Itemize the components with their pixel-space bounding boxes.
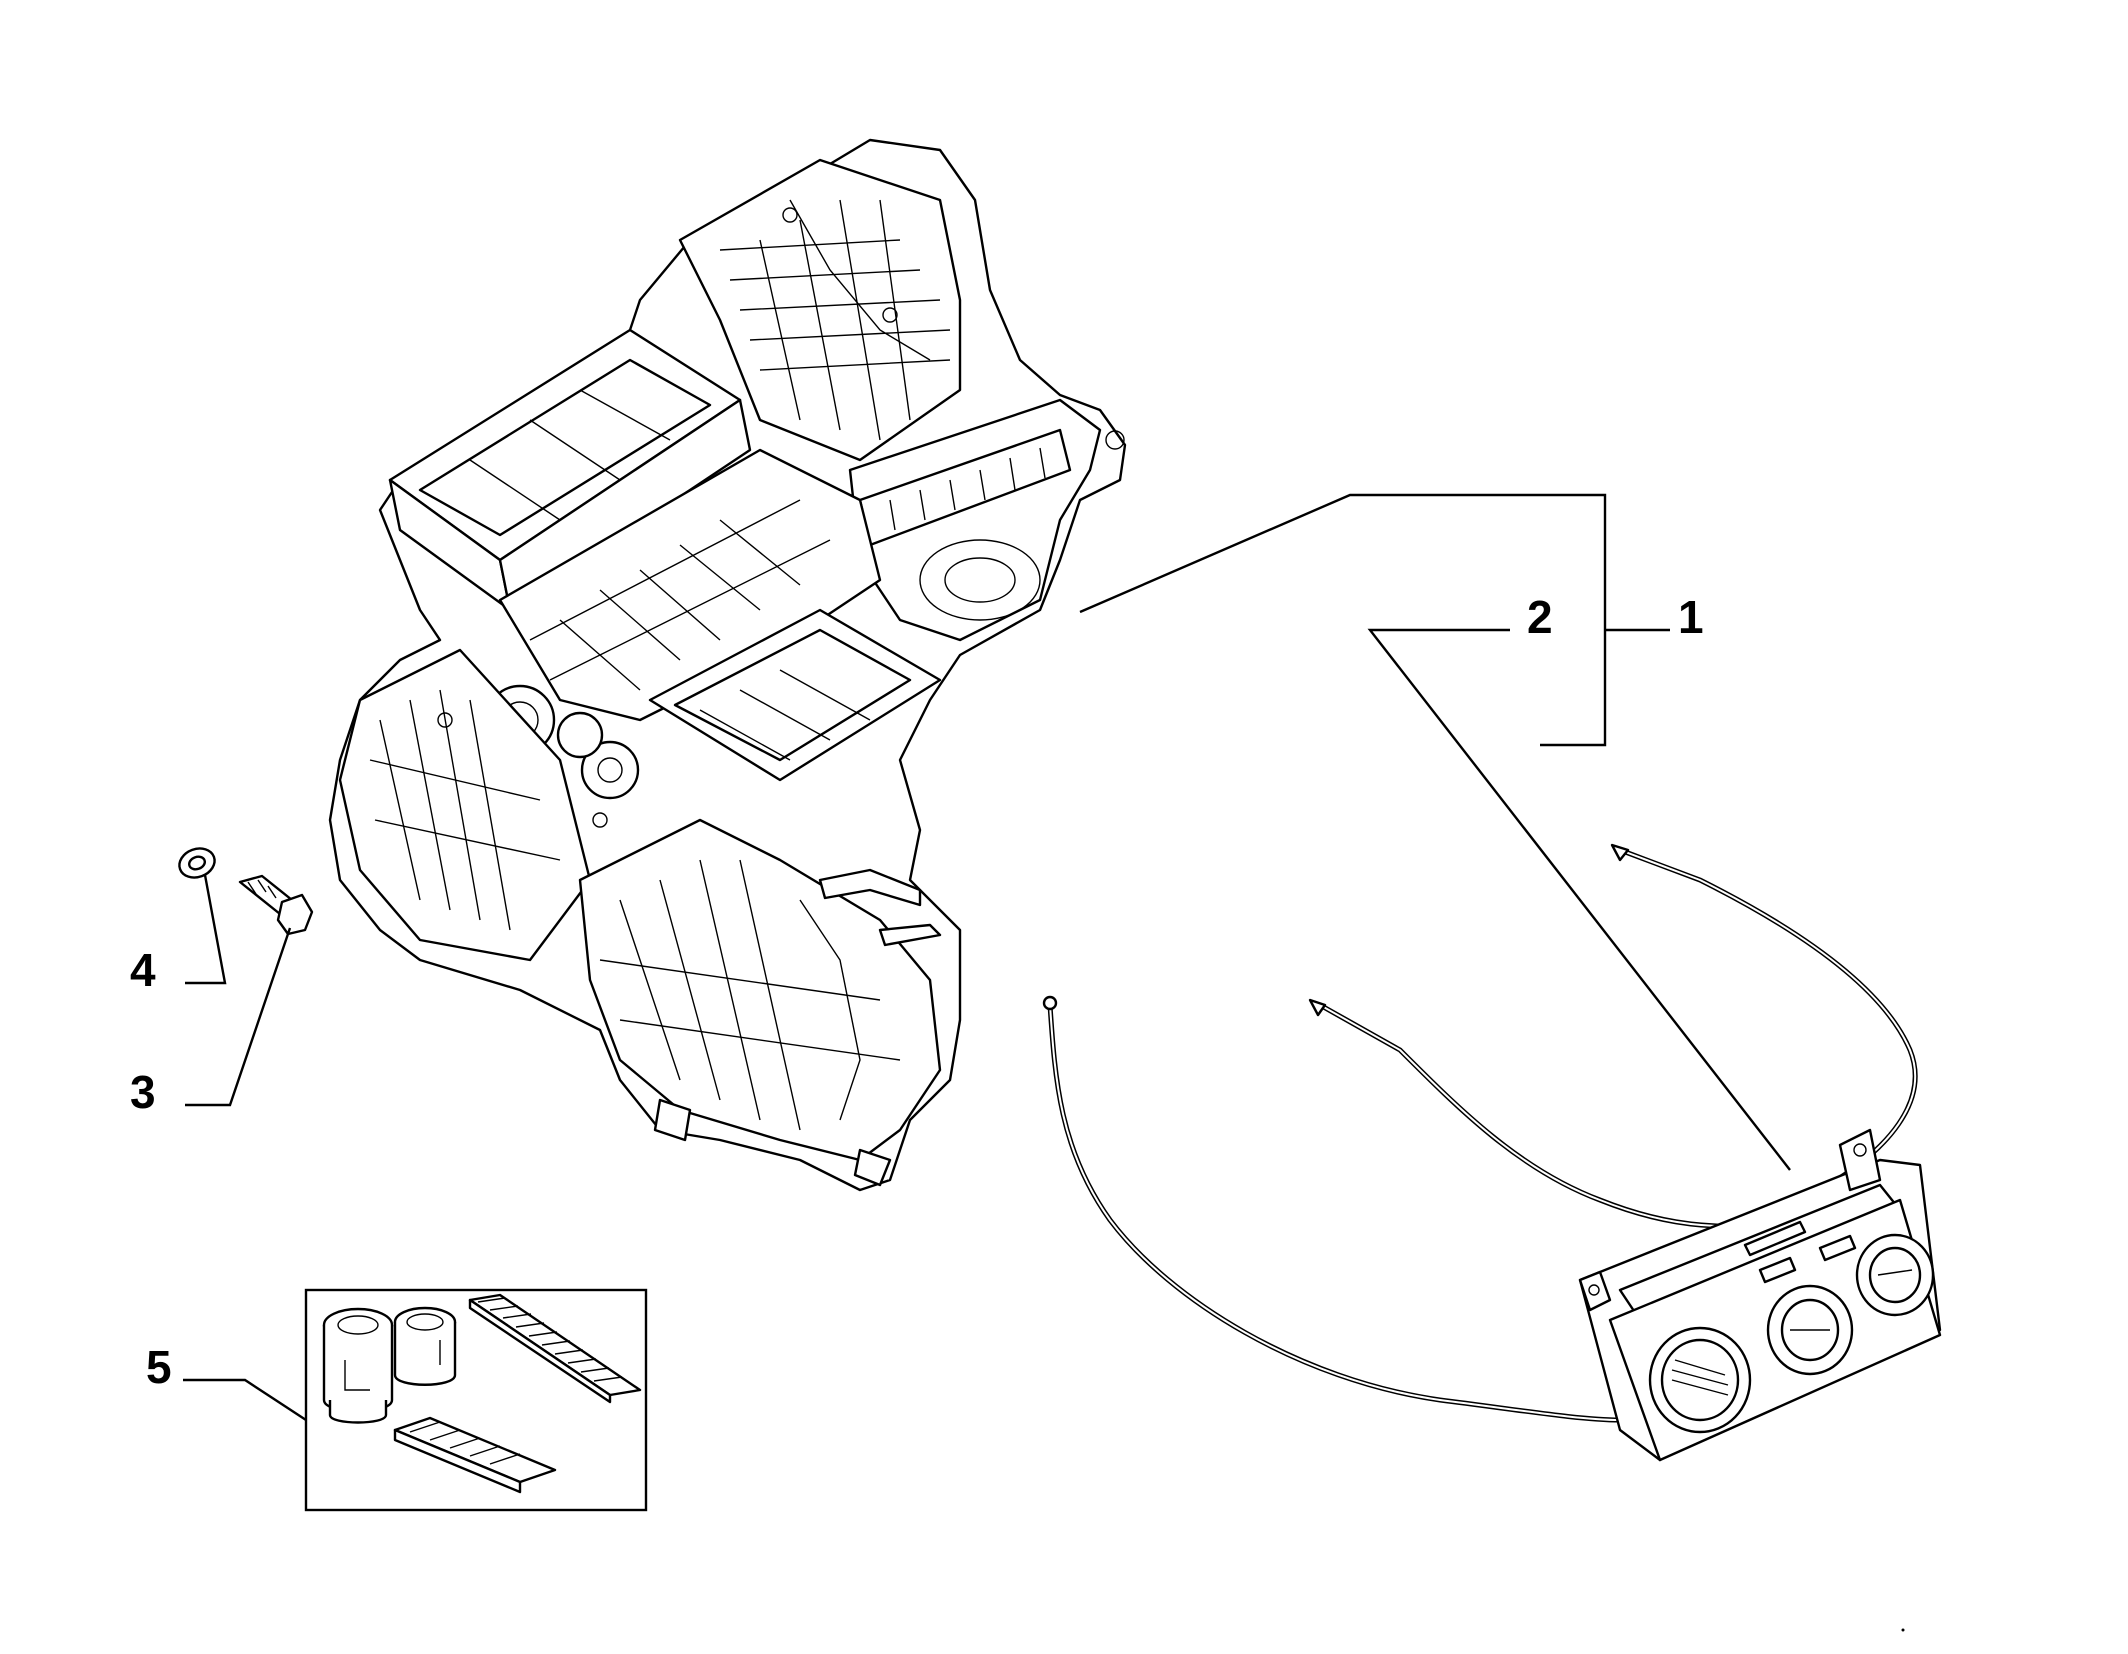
washer-icon <box>178 847 216 879</box>
leader-line-1 <box>1079 493 1607 747</box>
callout-3: 3 <box>130 1066 156 1118</box>
filter-kit-icon <box>304 1288 648 1512</box>
filter-kit-frame <box>304 1288 648 1512</box>
callout-1: 1 <box>1678 591 1704 643</box>
callout-5: 5 <box>146 1341 172 1393</box>
climate-control-panel-icon <box>1578 1128 1942 1462</box>
callout-2: 2 <box>1527 591 1553 643</box>
leader-line-4 <box>185 874 227 985</box>
leader-line-5 <box>183 1378 307 1422</box>
screw-icon <box>238 874 314 936</box>
control-cables-icon <box>1042 843 1918 1423</box>
leader-line-3 <box>185 927 292 1107</box>
callout-4: 4 <box>130 944 156 996</box>
stray-dot <box>1901 1628 1905 1632</box>
leader-line-2 <box>1367 628 1791 1171</box>
heater-ac-housing-icon <box>328 138 1127 1192</box>
